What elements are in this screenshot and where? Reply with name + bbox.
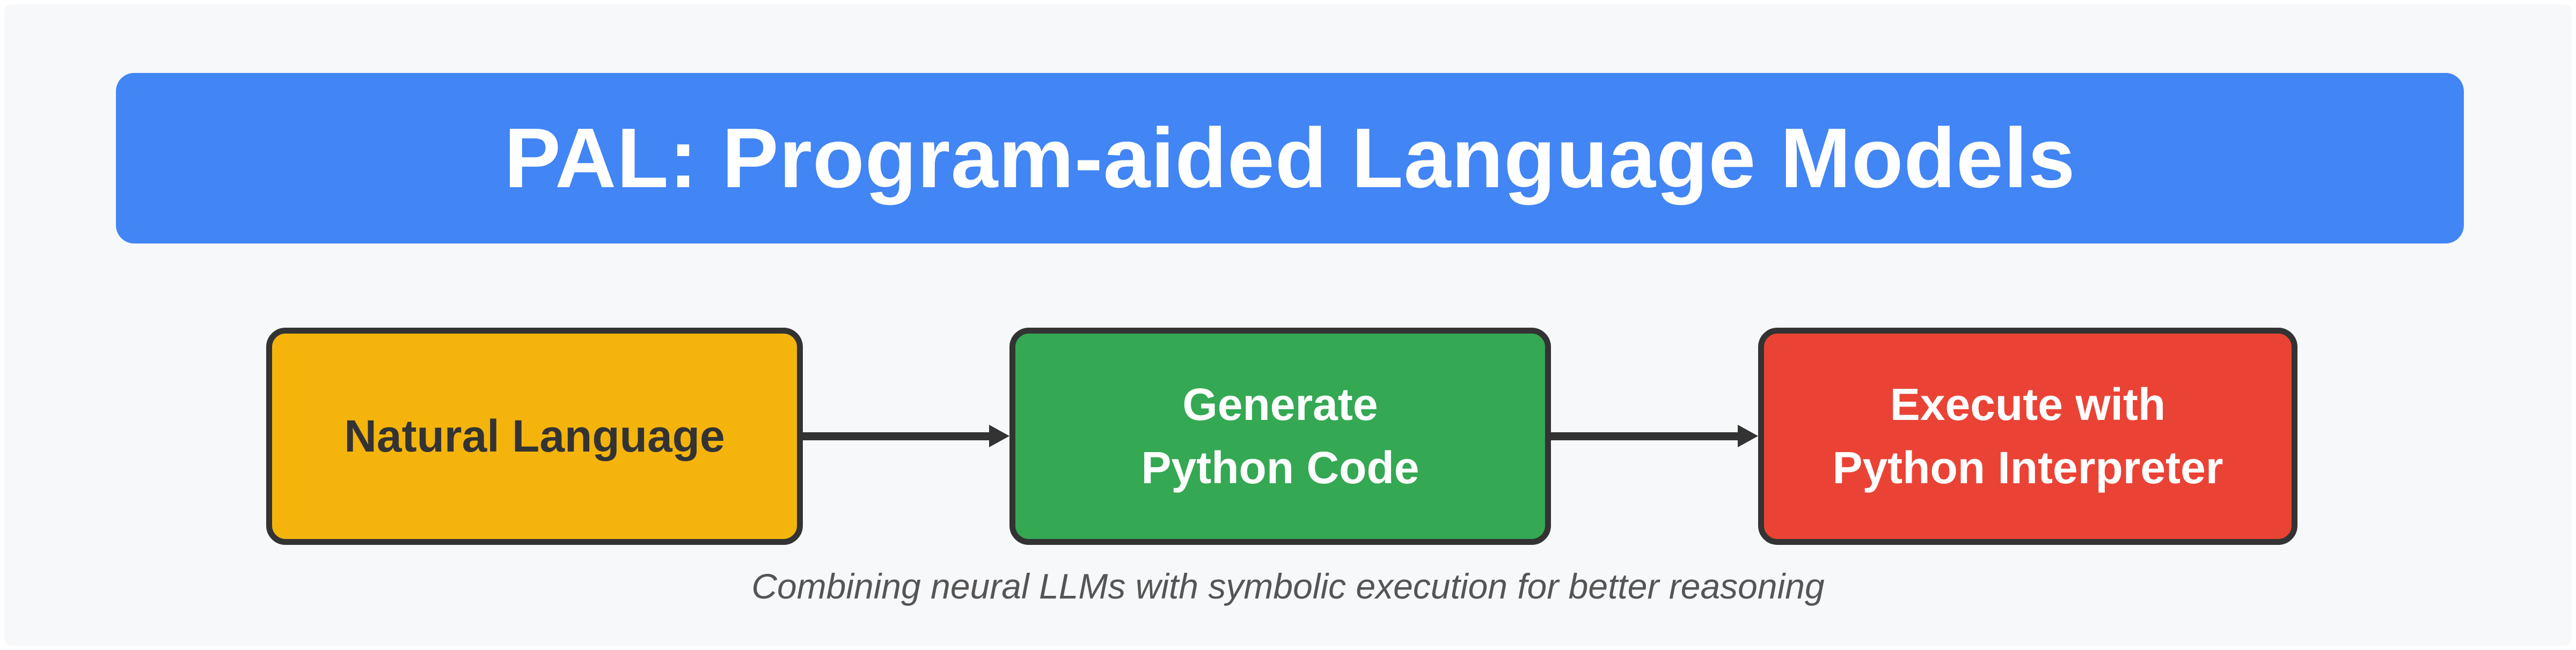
flow-node-execute-python-interpreter: Execute with Python Interpreter (1758, 328, 2297, 545)
flow-node-generate-python-code: Generate Python Code (1009, 328, 1551, 545)
arrow-line-generate-to-execute (1551, 432, 1739, 440)
background-panel: PAL: Program-aided Language Models Natur… (4, 4, 2572, 646)
node-label-line1: Generate (1182, 379, 1378, 430)
node-label-line1: Execute with (1890, 379, 2166, 430)
title-banner: PAL: Program-aided Language Models (116, 73, 2464, 243)
arrowhead-icon (989, 425, 1009, 447)
arrowhead-icon (1738, 425, 1758, 447)
flow-node-natural-language: Natural Language (266, 328, 803, 545)
diagram-caption: Combining neural LLMs with symbolic exec… (751, 566, 1825, 606)
node-label-line2: Python Interpreter (1832, 442, 2223, 493)
page-title: PAL: Program-aided Language Models (504, 110, 2076, 205)
node-label-line2: Python Code (1141, 442, 1419, 493)
node-label: Natural Language (344, 410, 725, 461)
arrow-line-nl-to-generate (803, 432, 990, 440)
